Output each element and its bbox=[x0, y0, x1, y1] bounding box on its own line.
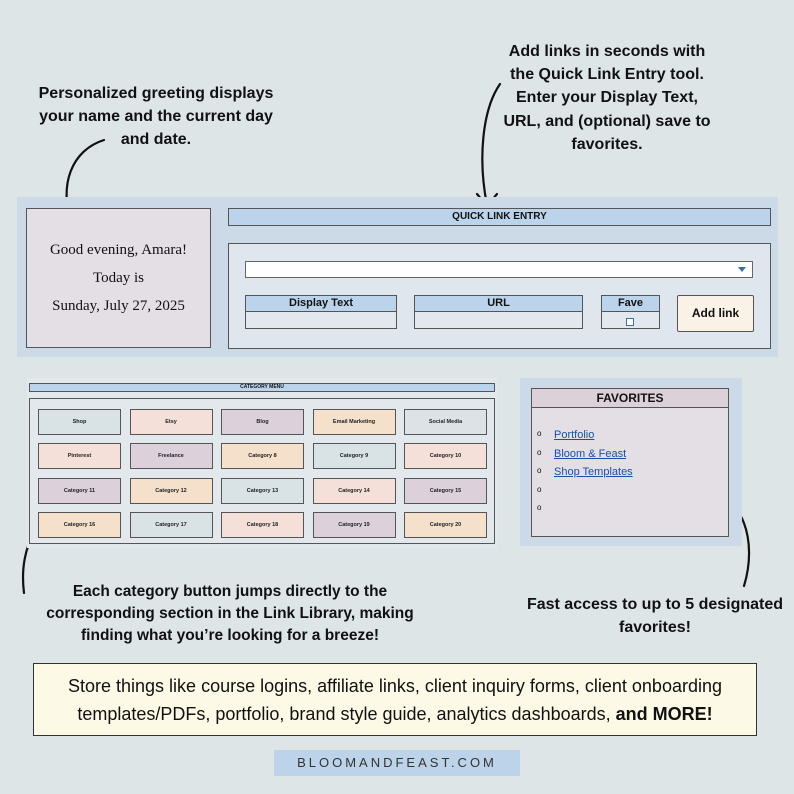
display-text-input[interactable] bbox=[245, 312, 397, 329]
info-box: Store things like course logins, affilia… bbox=[33, 663, 757, 736]
info-emphasis: and MORE! bbox=[615, 704, 713, 724]
favorite-item: o Shop Templates bbox=[537, 465, 633, 479]
greeting-line: Good evening, Amara! bbox=[49, 242, 188, 258]
url-input[interactable] bbox=[414, 312, 583, 329]
category-button[interactable]: Pinterest bbox=[38, 443, 121, 470]
category-button[interactable]: Social Media bbox=[404, 409, 487, 435]
favorite-link[interactable]: Shop Templates bbox=[554, 466, 633, 478]
callout-greeting: Personalized greeting displays your name… bbox=[38, 85, 274, 149]
fave-label: Fave bbox=[601, 295, 660, 312]
category-button[interactable]: Shop bbox=[38, 409, 121, 435]
category-button[interactable]: Etsy bbox=[129, 409, 213, 435]
url-label: URL bbox=[414, 295, 583, 312]
site-url-badge: BLOOMANDFEAST.COM bbox=[274, 750, 520, 776]
arrow-quicklink bbox=[481, 82, 502, 207]
category-select[interactable] bbox=[245, 261, 753, 278]
display-text-label: Display Text bbox=[245, 295, 397, 312]
category-button[interactable]: Category 8 bbox=[221, 443, 304, 470]
favorite-item: o Bloom & Feast bbox=[537, 447, 626, 461]
current-date: Sunday, July 27, 2025 bbox=[52, 298, 185, 314]
category-button[interactable]: Category 12 bbox=[129, 477, 213, 504]
favorite-item: o bbox=[537, 502, 554, 516]
category-button[interactable]: Freelance bbox=[129, 443, 213, 470]
bullet-icon: o bbox=[537, 429, 542, 438]
category-button[interactable]: Category 20 bbox=[404, 511, 487, 538]
greeting-box: Good evening, Amara! Today is Sunday, Ju… bbox=[26, 208, 211, 348]
bullet-icon: o bbox=[537, 447, 542, 457]
fave-checkbox[interactable] bbox=[626, 318, 634, 326]
category-button[interactable]: Category 13 bbox=[221, 477, 304, 504]
favorite-item: o bbox=[537, 484, 554, 498]
callout-favorites: Fast access to up to 5 designated favori… bbox=[526, 596, 784, 637]
category-button[interactable]: Category 17 bbox=[129, 511, 213, 538]
category-button[interactable]: Category 14 bbox=[312, 477, 396, 504]
favorite-item: o Portfolio bbox=[537, 428, 594, 442]
category-button[interactable]: Category 18 bbox=[221, 511, 304, 538]
callout-category: Each category button jumps directly to t… bbox=[46, 583, 414, 644]
category-button[interactable]: Email Marketing bbox=[312, 409, 396, 435]
category-button[interactable]: Category 9 bbox=[312, 443, 396, 470]
category-button[interactable]: Category 10 bbox=[404, 443, 487, 470]
today-label: Today is bbox=[92, 270, 145, 286]
bullet-icon: o bbox=[537, 466, 542, 475]
bullet-icon: o bbox=[537, 503, 542, 512]
add-link-button[interactable]: Add link bbox=[677, 295, 754, 332]
info-text: Store things like course logins, affilia… bbox=[68, 676, 722, 724]
favorite-link[interactable]: Portfolio bbox=[554, 429, 595, 441]
category-button[interactable]: Blog bbox=[221, 409, 304, 435]
category-button[interactable]: Category 15 bbox=[404, 477, 487, 504]
category-menu-title: CATEGORY MENU bbox=[29, 383, 495, 392]
favorite-link[interactable]: Bloom & Feast bbox=[554, 447, 627, 460]
callout-quick-link: Add links in seconds with the Quick Link… bbox=[503, 43, 711, 153]
category-button[interactable]: Category 11 bbox=[38, 477, 121, 504]
favorites-header: FAVORITES bbox=[531, 388, 729, 408]
chevron-down-icon[interactable] bbox=[738, 267, 746, 272]
category-button[interactable]: Category 19 bbox=[312, 511, 396, 538]
bullet-icon: o bbox=[537, 484, 542, 494]
favorites-box bbox=[531, 388, 729, 537]
category-button[interactable]: Category 16 bbox=[38, 511, 121, 538]
quick-link-header: QUICK LINK ENTRY bbox=[228, 208, 771, 226]
